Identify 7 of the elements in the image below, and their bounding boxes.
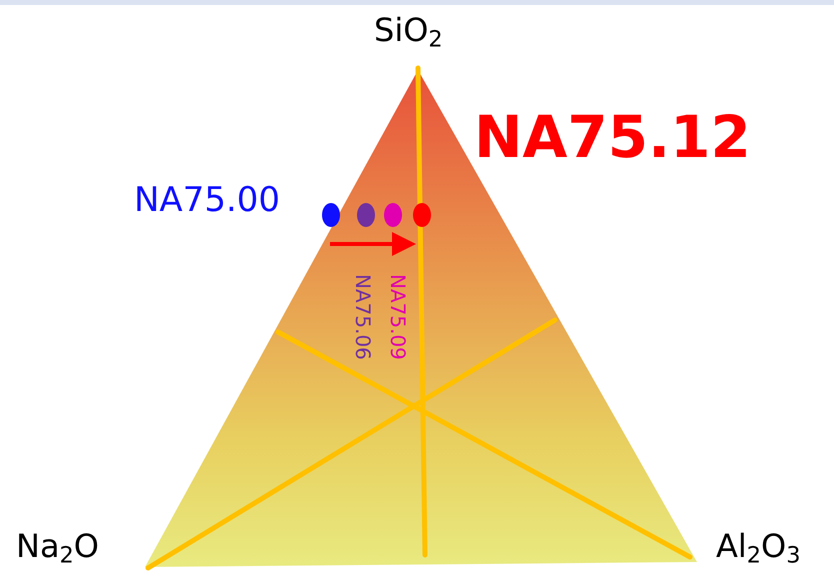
sample-label: NA75.06 xyxy=(353,274,373,360)
sample-label: NA75.12 xyxy=(474,108,751,166)
vertex-label: SiO$_{2}$ xyxy=(374,14,443,51)
vertex-label: Na$_{2}$O xyxy=(16,530,99,567)
sample-label: NA75.00 xyxy=(134,183,280,217)
vertex-label: Al$_{2}$O$_{3}$ xyxy=(716,530,800,567)
sample-label: NA75.09 xyxy=(388,274,408,360)
